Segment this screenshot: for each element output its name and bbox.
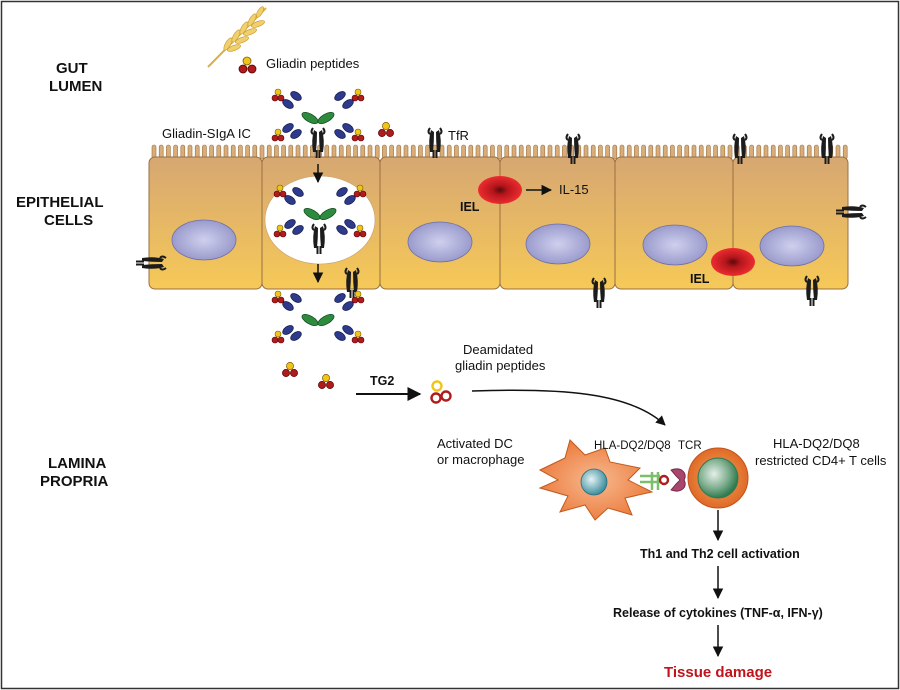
peptide-clusters xyxy=(282,122,394,389)
label-activated-dc-line1: Activated DC xyxy=(437,436,513,451)
nucleus-6 xyxy=(759,225,825,267)
label-gliadin-siga-ic: Gliadin-SIgA IC xyxy=(162,126,251,141)
nucleus-3 xyxy=(407,221,473,263)
epithelial-cell-4 xyxy=(499,156,616,290)
gliadin-peptide-icon xyxy=(238,56,257,74)
iga-immune-complexes xyxy=(271,88,367,344)
region-gut-lumen-line2: LUMEN xyxy=(49,78,102,95)
iga-complex-lumen xyxy=(271,88,365,142)
nucleus-5 xyxy=(642,224,708,266)
iga-complex-basal xyxy=(271,290,365,344)
label-tissue-damage: Tissue damage xyxy=(664,664,772,681)
label-deamidated-line2: gliadin peptides xyxy=(455,358,546,373)
nucleus-4 xyxy=(525,223,591,265)
iga-complex-vesicle xyxy=(273,184,367,238)
wheat-icon xyxy=(207,6,267,68)
label-gliadin-peptides: Gliadin peptides xyxy=(266,56,360,71)
peptide-cluster-lumen xyxy=(378,122,394,137)
label-iel-2: IEL xyxy=(690,272,710,286)
peptide-cluster-lamina-1 xyxy=(282,362,298,377)
iel-cell-1 xyxy=(478,176,522,204)
peptide-cluster-lamina-2 xyxy=(318,374,334,389)
region-lamina-line2: PROPRIA xyxy=(40,473,109,490)
label-iel-1: IEL xyxy=(460,200,480,214)
label-cd4-line2: restricted CD4+ T cells xyxy=(755,453,887,468)
label-il15: IL-15 xyxy=(559,182,589,197)
region-epithelial-line1: EPITHELIAL xyxy=(16,194,104,211)
region-lamina-line1: LAMINA xyxy=(48,455,106,472)
label-tfr: TfR xyxy=(448,128,469,143)
iel-cell-2 xyxy=(711,248,755,276)
label-tcr: TCR xyxy=(678,440,702,452)
region-epithelial-line2: CELLS xyxy=(44,212,93,229)
label-tg2: TG2 xyxy=(370,374,394,388)
label-cd4-line1: HLA-DQ2/DQ8 xyxy=(773,436,860,451)
tcr-icon xyxy=(670,468,686,492)
label-deamidated-line1: Deamidated xyxy=(463,342,533,357)
label-th-activation: Th1 and Th2 cell activation xyxy=(640,547,800,561)
label-activated-dc-line2: or macrophage xyxy=(437,452,524,467)
deamidated-peptide-icon xyxy=(430,380,452,404)
region-gut-lumen-line1: GUT xyxy=(56,60,88,77)
label-hla-dq: HLA-DQ2/DQ8 xyxy=(594,440,671,452)
hla-molecule-icon xyxy=(640,472,670,490)
nucleus-1 xyxy=(171,219,237,261)
deamidated-to-dc-arrow xyxy=(471,389,666,426)
label-cytokines: Release of cytokines (TNF-α, IFN-γ) xyxy=(613,606,823,620)
dc-nucleus xyxy=(580,468,608,496)
t-cell-nucleus xyxy=(697,457,739,499)
